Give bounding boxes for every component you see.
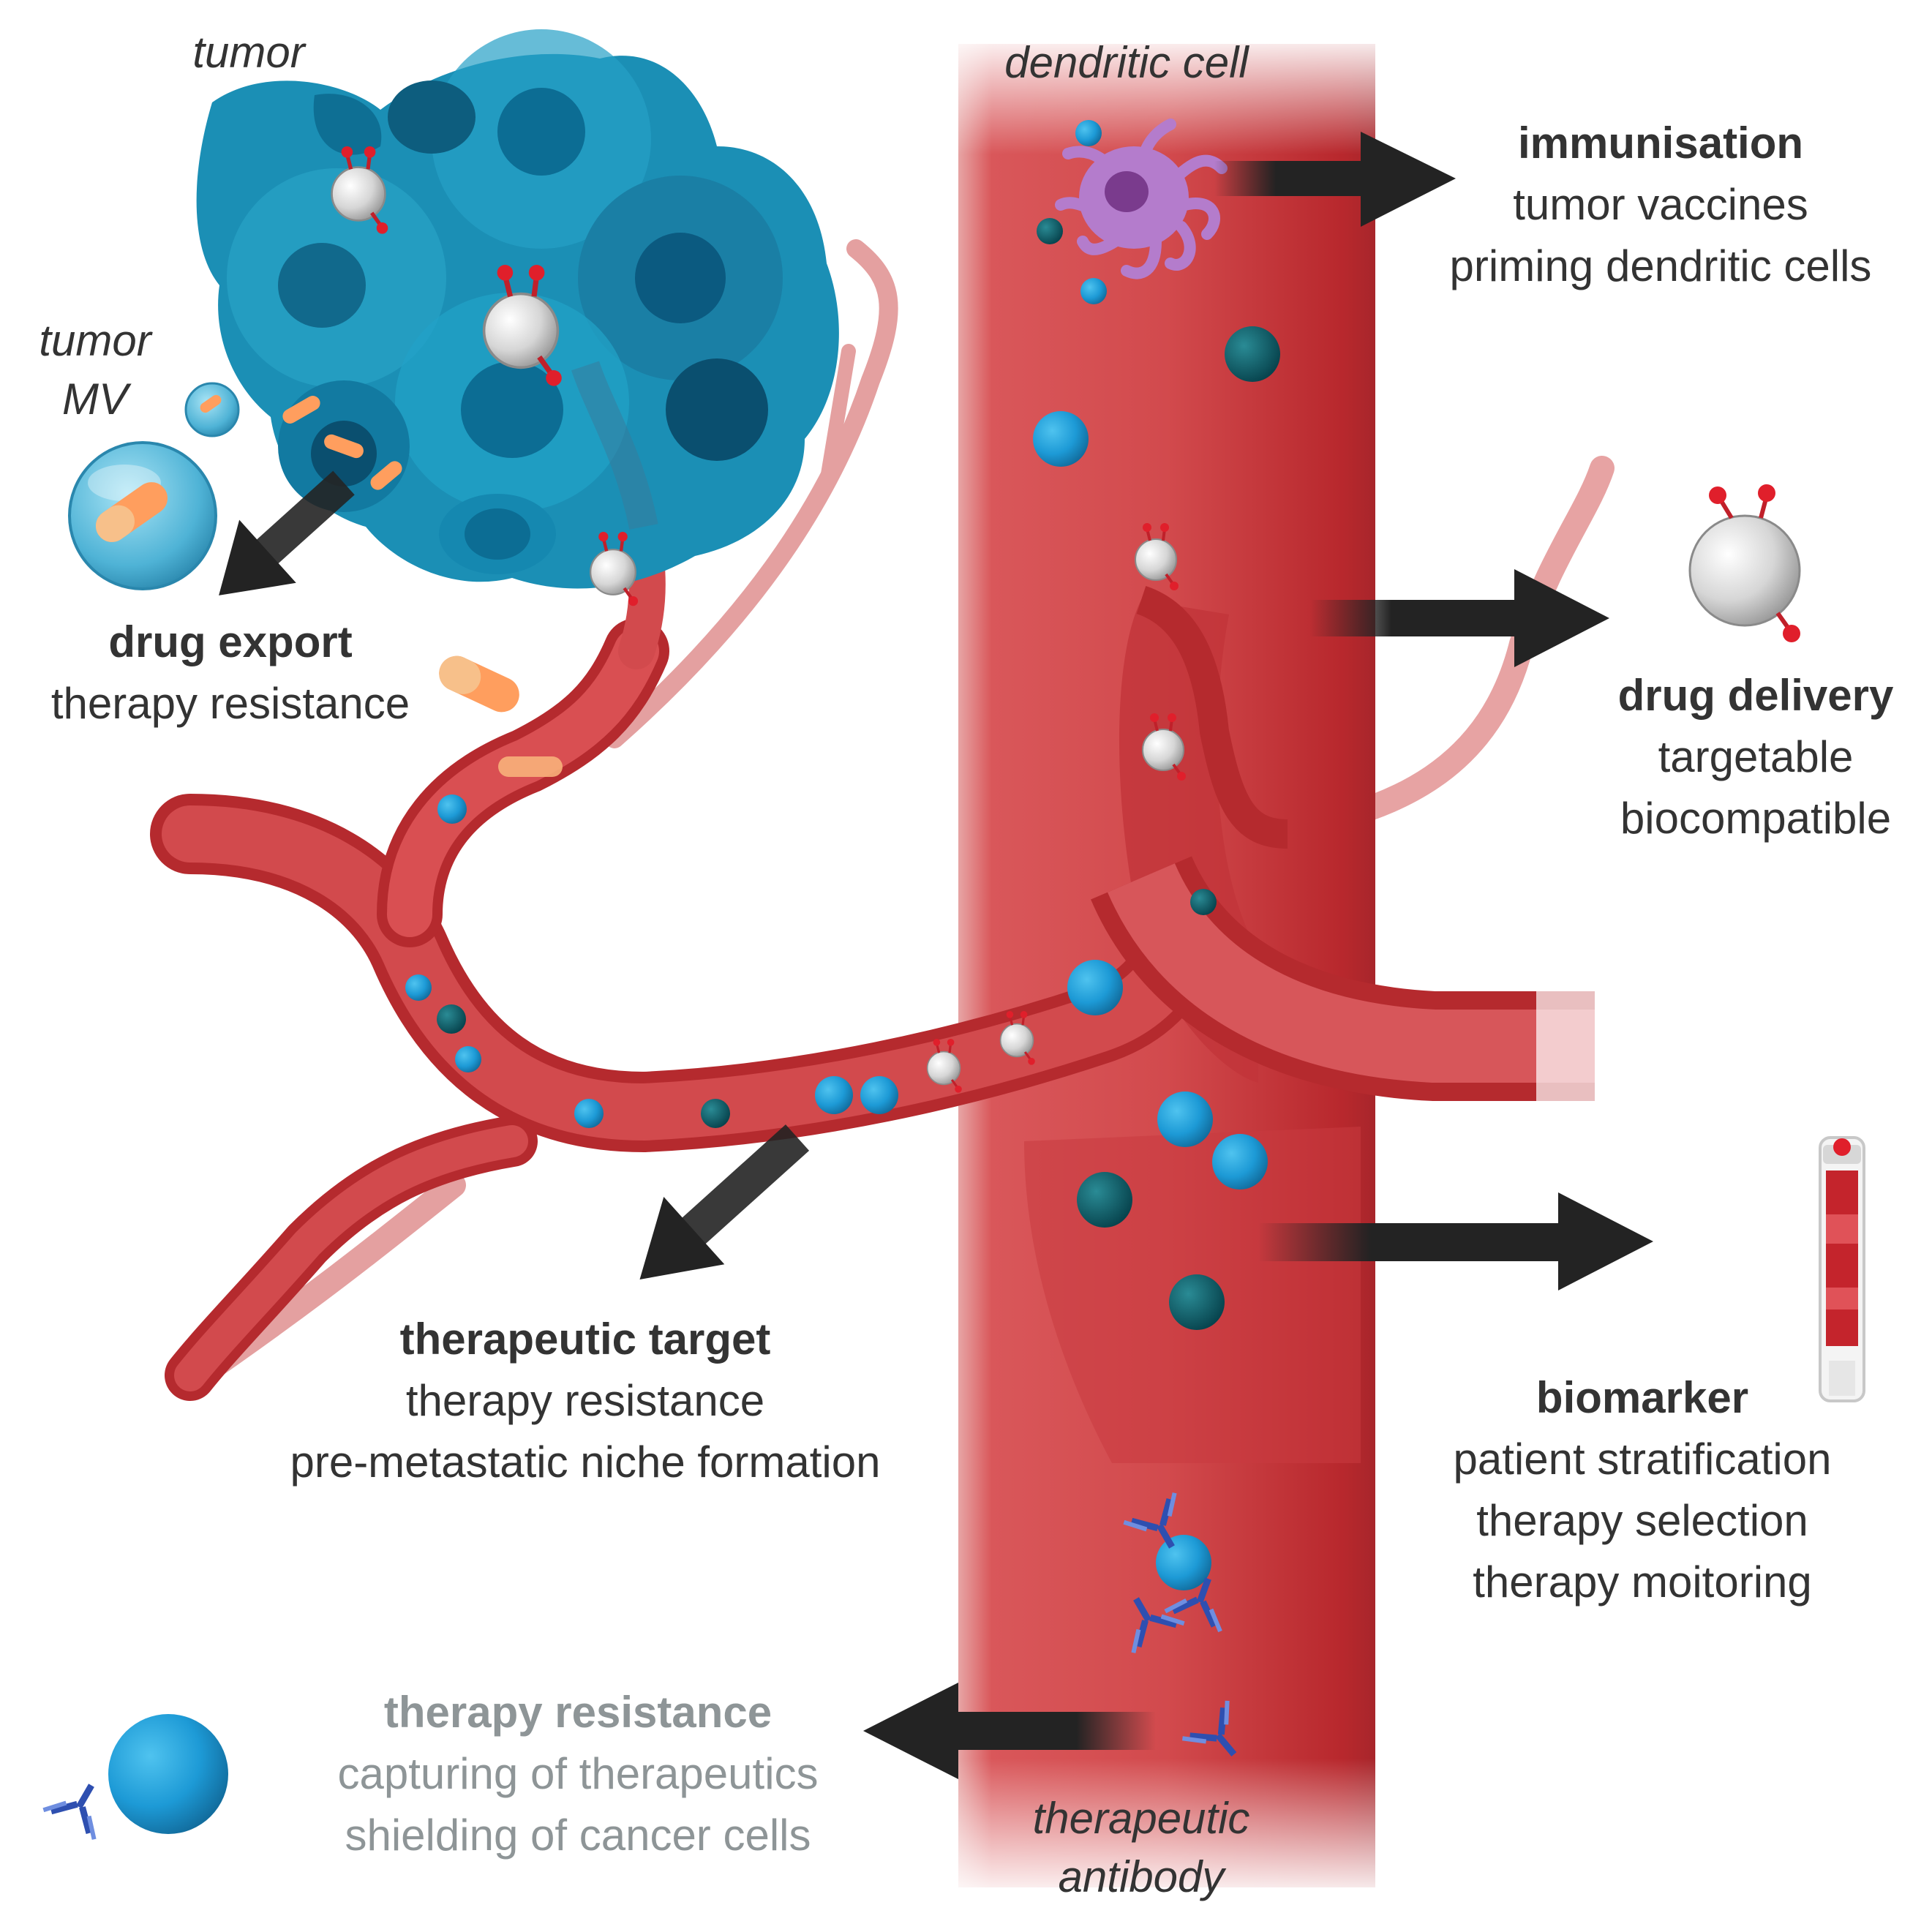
extracellular-vesicles	[405, 326, 1280, 1590]
drug-delivery-block: drug delivery targetable biocompatible	[1595, 669, 1917, 845]
drug-delivery-title: drug delivery	[1617, 671, 1894, 720]
therapeutic-antibody-label: therapeutic antibody	[1010, 1792, 1273, 1904]
therapeutic-target-line-2: pre-metastatic niche formation	[290, 1438, 881, 1487]
therapy-resistance-arrow	[863, 1683, 1156, 1779]
immunisation-line-1: tumor vaccines	[1513, 180, 1808, 229]
therapeutic-target-title: therapeutic target	[399, 1315, 771, 1364]
drug-delivery-arrow	[1309, 569, 1609, 667]
extracellular-vesicle-icon	[108, 1714, 228, 1834]
therapeutic-target-line-1: therapy resistance	[405, 1376, 765, 1425]
immunisation-line-2: priming dendritic cells	[1449, 241, 1872, 290]
therapy-resistance-line-1: capturing of therapeutics	[337, 1749, 819, 1798]
tumor-label: tumor	[192, 28, 305, 77]
tumor-mv-line-2: MV	[62, 375, 128, 424]
therapeutic-target-arrow	[639, 1124, 810, 1280]
blood-tube-icon	[1819, 1136, 1865, 1402]
drug-export-arrow	[219, 470, 355, 595]
dendritic-cell-label: dendritic cell	[1004, 38, 1249, 87]
drug-export-line-1: therapy resistance	[50, 679, 410, 728]
therapeutic-target-block: therapeutic target therapy resistance pr…	[241, 1313, 929, 1489]
biomarker-arrow	[1258, 1192, 1653, 1290]
immunisation-title: immunisation	[1517, 119, 1804, 168]
drug-delivery-line-1: targetable	[1658, 732, 1854, 781]
therapeutic-antibody-line-1: therapeutic	[1032, 1794, 1250, 1843]
tumor-mv-line-1: tumor	[39, 316, 151, 365]
drug-export-title: drug export	[108, 617, 353, 666]
therapy-resistance-line-2: shielding of cancer cells	[345, 1811, 811, 1860]
right-branch-vessel	[1091, 586, 1624, 1112]
therapy-resistance-block: therapy resistance capturing of therapeu…	[285, 1686, 871, 1862]
arrows	[219, 132, 1653, 1779]
tumor-mv-label: tumor MV	[22, 315, 168, 426]
dendritic-cell-icon	[1037, 119, 1228, 304]
biomarker-title: biomarker	[1536, 1373, 1749, 1422]
immunisation-arrow	[1214, 132, 1456, 227]
biomarker-line-3: therapy moitoring	[1473, 1557, 1812, 1607]
biomarker-block: biomarker patient stratification therapy…	[1405, 1372, 1880, 1609]
drug-delivery-line-2: biocompatible	[1620, 794, 1892, 843]
pill-icon	[95, 394, 563, 777]
therapeutic-antibody-line-2: antibody	[1058, 1852, 1225, 1901]
drug-export-block: drug export therapy resistance	[15, 616, 446, 730]
therapy-resistance-title: therapy resistance	[383, 1688, 773, 1737]
biomarker-line-2: therapy selection	[1476, 1496, 1808, 1545]
biomarker-line-1: patient stratification	[1453, 1435, 1832, 1484]
immunisation-block: immunisation tumor vaccines priming dend…	[1412, 117, 1909, 293]
drug-delivery-nanoparticle-icon	[1688, 484, 1801, 642]
